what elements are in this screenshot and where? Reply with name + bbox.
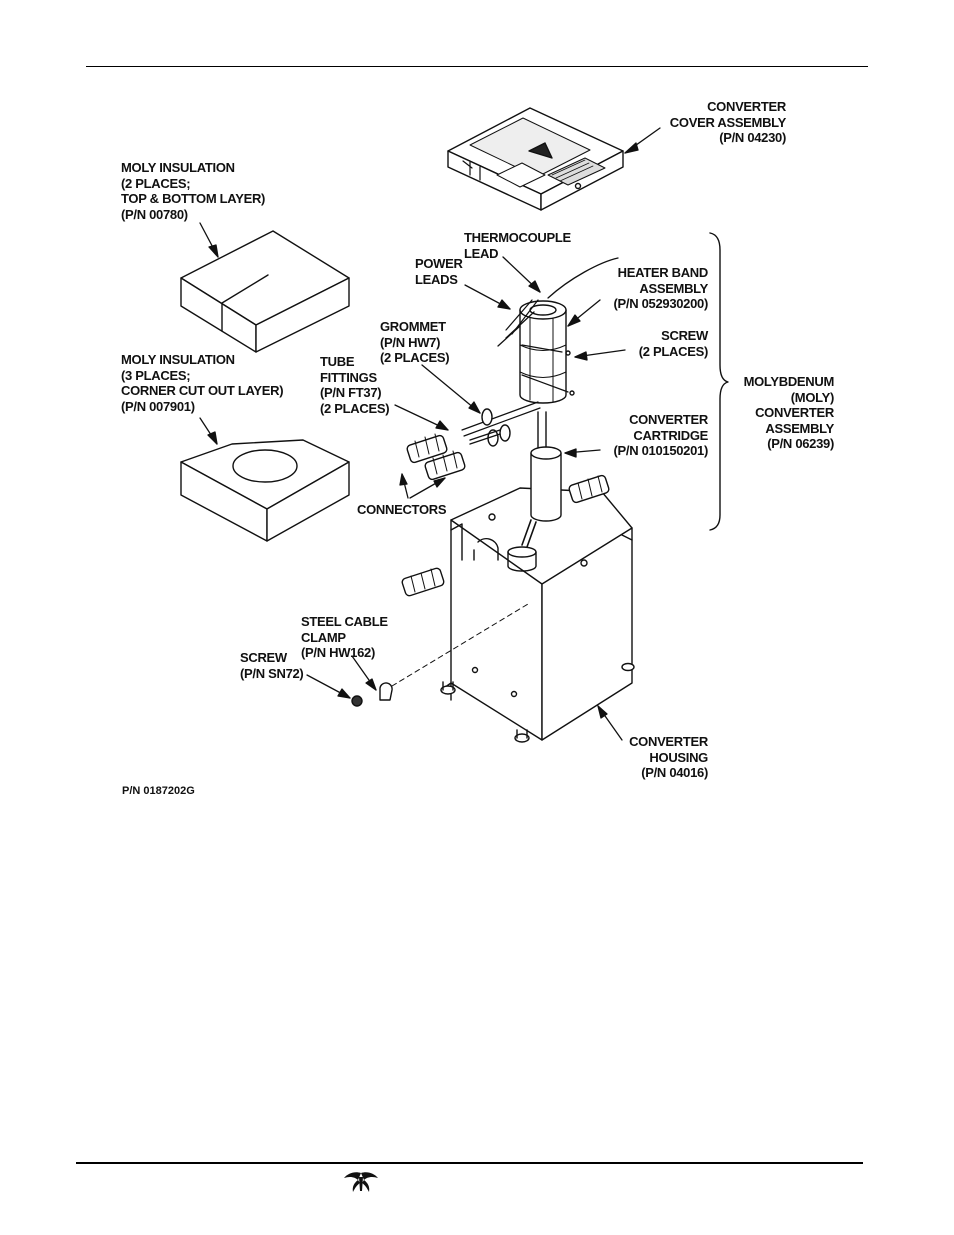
moly-insulation-top-label: MOLY INSULATION (2 PLACES; TOP & BOTTOM … [121, 160, 266, 222]
moly-insulation-corner [180, 439, 350, 542]
heater-band-assembly [497, 257, 619, 404]
converter-cartridge [473, 411, 562, 572]
moly-insulation-corner-label: MOLY INSULATION (3 PLACES; CORNER CUT OU… [121, 352, 284, 414]
tube-fittings [461, 401, 541, 447]
screw-clamp-label: SCREW (P/N SN72) [240, 650, 304, 681]
power-leads-label: POWER LEADS [415, 256, 463, 287]
steel-cable-clamp-label: STEEL CABLE CLAMP (P/N HW162) [301, 614, 388, 661]
assembly-brace [709, 232, 729, 531]
screw-band-label: SCREW (2 PLACES) [638, 328, 709, 359]
moly-converter-assembly-label: MOLYBDENUM (MOLY) CONVERTER ASSEMBLY (P/… [743, 374, 835, 452]
thermocouple-lead-label: THERMOCOUPLE LEAD [464, 230, 571, 261]
cover-assembly [447, 107, 624, 211]
grommet-label: GROMMET (P/N HW7) (2 PLACES) [380, 319, 450, 366]
header-rule [86, 66, 868, 67]
footer-rule [76, 1162, 863, 1164]
figure-part-number: P/N 0187202G [122, 785, 195, 797]
connectors [401, 433, 610, 597]
converter-housing [440, 487, 635, 743]
teledyne-logo-icon [344, 1172, 378, 1192]
converter-cartridge-label: CONVERTER CARTRIDGE (P/N 010150201) [613, 412, 708, 459]
connectors-label: CONNECTORS [357, 502, 447, 517]
tube-fittings-label: TUBE FITTINGS (P/N FT37) (2 PLACES) [320, 354, 390, 416]
cable-clamp [351, 603, 529, 707]
heater-band-label: HEATER BAND ASSEMBLY (P/N 052930200) [613, 265, 708, 312]
moly-insulation-top [180, 230, 350, 353]
converter-housing-label: CONVERTER HOUSING (P/N 04016) [629, 734, 708, 781]
cover-assembly-label: CONVERTER COVER ASSEMBLY (P/N 04230) [669, 99, 787, 146]
leader-lines [199, 127, 661, 741]
